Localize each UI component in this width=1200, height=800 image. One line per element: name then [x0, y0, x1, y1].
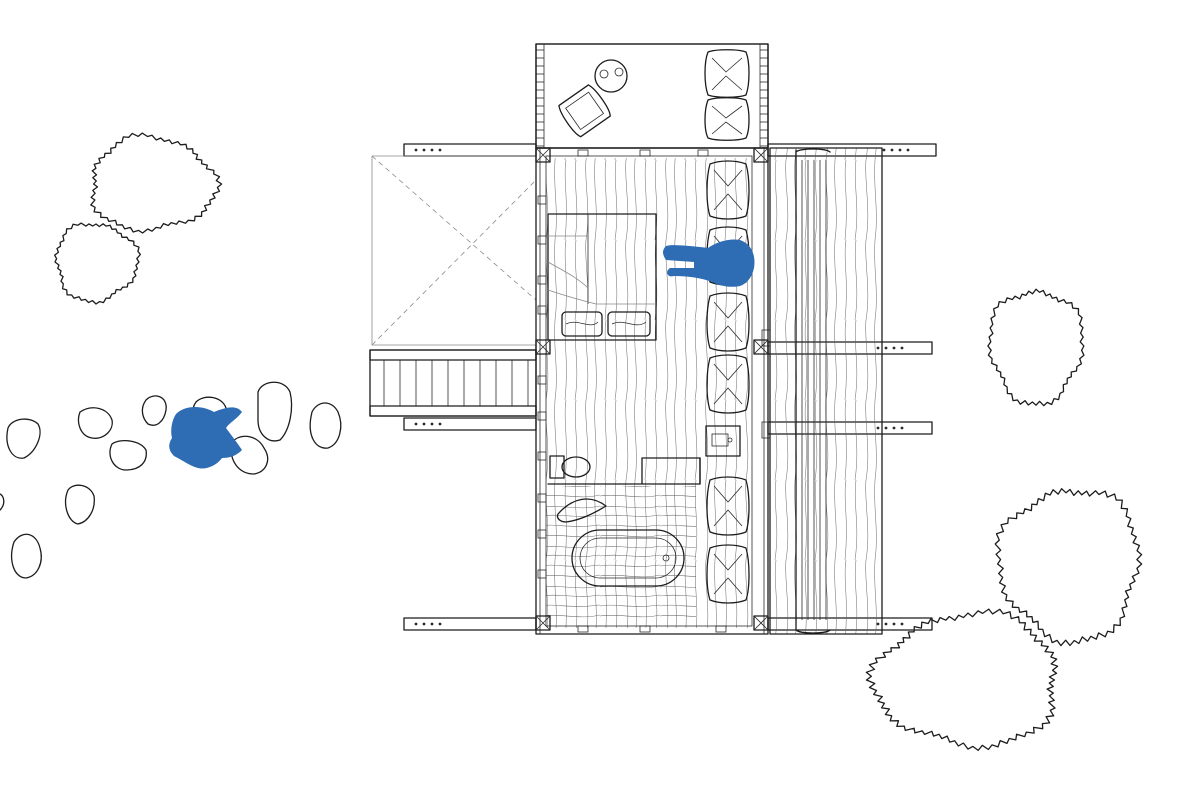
- cushion-icon: [706, 354, 750, 414]
- wall-connector: [537, 235, 547, 245]
- outrigger-beam: [403, 417, 537, 431]
- wall-connector: [639, 149, 651, 157]
- wall-connector: [715, 625, 727, 633]
- wall-connector: [537, 305, 547, 315]
- wall-connector: [577, 625, 589, 633]
- cushion-icon: [704, 49, 750, 98]
- structural-post: [535, 339, 551, 355]
- stepping-stone-icon: [109, 439, 147, 471]
- wall-connector: [537, 275, 547, 285]
- stepping-stone-icon: [77, 407, 113, 439]
- wall-connector: [577, 149, 589, 157]
- stepping-stone-icon: [6, 418, 41, 459]
- stepping-stone-icon: [309, 402, 342, 449]
- wall-connector: [639, 625, 651, 633]
- wall-connector: [537, 411, 547, 421]
- trees: [53, 132, 1143, 752]
- wall-connector: [537, 493, 547, 503]
- wall-connector: [697, 149, 709, 157]
- terrace-rail-cap: [795, 148, 831, 634]
- tree-canopy-icon: [987, 288, 1085, 407]
- toilet-icon: [549, 455, 591, 479]
- tree-canopy-icon: [53, 222, 142, 305]
- tree-canopy-icon: [865, 608, 1059, 752]
- stair-icon: [369, 349, 537, 417]
- cushion-icon: [706, 160, 750, 220]
- wall-connector: [761, 329, 771, 347]
- wall-connector: [537, 569, 547, 579]
- wall-connector: [537, 529, 547, 539]
- stepping-stone-icon: [230, 435, 269, 475]
- stepping-stone-icon: [141, 395, 167, 426]
- tree-canopy-icon: [90, 132, 223, 234]
- armchair-icon: [558, 84, 611, 138]
- deck-cushions: [704, 49, 750, 141]
- structural-post: [753, 339, 769, 355]
- stepping-stone-icon: [0, 493, 5, 511]
- structural-post: [753, 615, 769, 631]
- bed-platform: [547, 213, 657, 341]
- stepping-stone-icon: [11, 533, 42, 579]
- structural-post: [535, 615, 551, 631]
- wall-connector: [537, 375, 547, 385]
- outrigger-beam: [403, 617, 537, 631]
- sink-icon: [705, 425, 741, 457]
- wall-connector: [537, 451, 547, 461]
- person-figure-icon: [663, 239, 755, 287]
- towel-icon: [556, 498, 607, 523]
- stepping-stones: [0, 381, 342, 579]
- cabin: [535, 147, 771, 635]
- wall-connector: [761, 421, 771, 439]
- cushion-icon: [706, 292, 750, 352]
- cushion-icon: [561, 311, 603, 337]
- bathtub-icon: [571, 529, 685, 587]
- cushion-icon: [706, 476, 750, 536]
- tree-canopy-icon: [994, 488, 1143, 647]
- wall-connector: [537, 195, 547, 205]
- outrigger-beam: [403, 143, 537, 157]
- side-terrace: [769, 147, 883, 635]
- person-figure-icon: [169, 407, 242, 469]
- cushion-icon: [704, 97, 750, 141]
- stepping-stone-icon: [257, 381, 293, 442]
- roof-overhang-outline: [371, 155, 537, 346]
- structural-post: [753, 147, 769, 163]
- stepping-stone-icon: [64, 484, 95, 525]
- cushion-icon: [706, 544, 750, 604]
- structural-post: [535, 147, 551, 163]
- side-table-icon: [594, 59, 628, 93]
- upper-deck: [535, 43, 769, 149]
- cushion-icon: [607, 311, 651, 337]
